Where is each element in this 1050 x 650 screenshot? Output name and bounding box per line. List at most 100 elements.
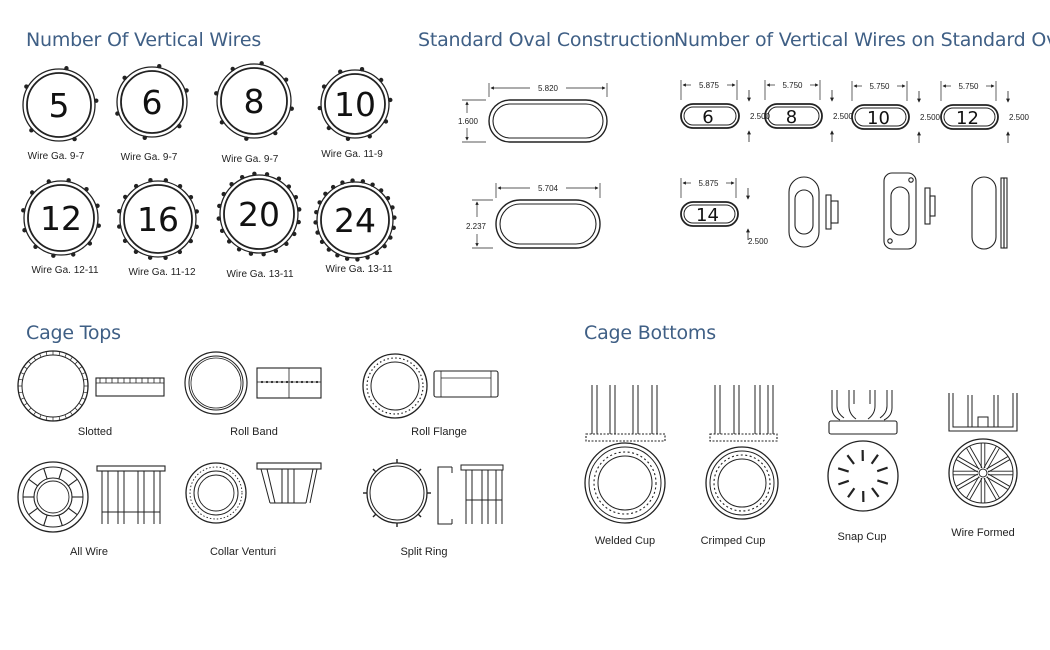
wire-dot — [71, 252, 76, 257]
wire-dot — [317, 200, 322, 205]
title-standard-oval-construction: Standard Oval Construction — [418, 29, 676, 51]
wire-dot — [122, 75, 127, 81]
wire-dot — [374, 250, 380, 256]
wire-dot — [94, 98, 99, 103]
wire-dot — [177, 184, 183, 189]
cage-bottom-snap-cup-diagram — [827, 390, 899, 512]
wire-count-number: 16 — [137, 200, 179, 239]
round-wire-10: 10 — [317, 67, 393, 141]
wire-dot — [292, 231, 297, 237]
wire-dot — [360, 179, 366, 184]
wire-dot — [289, 106, 294, 111]
wire-dot — [388, 235, 393, 240]
wire-dot — [314, 209, 319, 215]
wire-dot — [22, 228, 27, 233]
oval-wire-14: 14 5.875 2.500 — [680, 178, 769, 246]
gauge-label: Wire Ga. 12-11 — [31, 265, 99, 276]
wire-dot — [87, 241, 93, 246]
round-wire-20: 20 — [216, 171, 302, 257]
wire-dot — [29, 128, 34, 133]
wire-dot — [335, 253, 340, 258]
oval-wire-count-number: 6 — [702, 107, 713, 128]
wire-dot — [229, 181, 234, 187]
wire-dot — [297, 207, 302, 212]
wire-dot — [317, 105, 322, 111]
title-number-of-vertical-wires: Number Of Vertical Wires — [26, 29, 262, 51]
cage-top-label-roll-band: Roll Band — [230, 426, 278, 438]
wire-dot — [261, 252, 266, 257]
wire-dot — [370, 182, 375, 187]
title-cage-bottoms: Cage Bottoms — [584, 322, 716, 344]
wire-dot — [284, 241, 289, 247]
cage-top-roll-flange-diagram — [362, 353, 499, 419]
wire-dot — [326, 247, 332, 252]
wire-dot — [66, 178, 71, 183]
oval-wire-height-label: 2.500 — [1009, 113, 1030, 122]
oval-side-view-1 — [788, 176, 839, 248]
wire-dot — [163, 178, 169, 183]
wire-count-number: 6 — [142, 83, 163, 122]
cage-top-label-all-wire: All Wire — [70, 546, 108, 558]
wire-dot — [383, 119, 389, 124]
cage-top-all-wire-diagram — [17, 461, 166, 533]
wire-dot — [177, 123, 182, 129]
wire-count-number: 20 — [238, 195, 280, 234]
title-vertical-wires-standard-oval: Number of Vertical Wires on Standard Ova… — [674, 29, 1050, 51]
cage-bottom-crimped-cup-diagram — [705, 385, 779, 520]
wire-dot — [188, 194, 194, 200]
wire-dot — [264, 172, 270, 177]
wire-dot — [117, 224, 122, 229]
wire-dot — [293, 194, 299, 200]
cage-top-collar-venturi-diagram — [185, 462, 322, 524]
wire-dot — [64, 66, 69, 71]
wire-dot — [392, 215, 397, 220]
wire-dot — [142, 135, 147, 140]
oval-height-label: 2.237 — [466, 222, 487, 231]
wire-dot — [95, 203, 100, 208]
oval-side-view-2 — [883, 172, 936, 250]
wire-dot — [236, 247, 242, 252]
wire-dot — [21, 208, 26, 213]
wire-dot — [84, 186, 89, 192]
wire-dot — [123, 194, 128, 200]
round-wire-12: 12 — [21, 178, 101, 258]
gauge-label: Wire Ga. 9-7 — [221, 154, 279, 165]
wire-dot — [283, 77, 289, 82]
oval-wire-count-number: 10 — [867, 108, 890, 129]
wire-dot — [359, 67, 365, 72]
cage-bottom-wire-formed-diagram — [948, 393, 1018, 508]
wire-dot — [273, 130, 278, 136]
oval-wire-count-number: 12 — [956, 108, 979, 129]
cage-bottom-label-snap-cup: Snap Cup — [837, 531, 887, 543]
wire-dot — [244, 136, 249, 141]
wire-count-number: 10 — [334, 85, 376, 124]
wire-dot — [133, 249, 139, 254]
wire-dot — [29, 190, 35, 195]
wire-dot — [163, 255, 168, 260]
cage-bottom-label-wire-formed: Wire Formed — [951, 527, 1015, 539]
wire-dot — [51, 253, 56, 258]
wire-dot — [330, 184, 336, 190]
oval-side-view-3 — [971, 176, 1008, 250]
wire-dot — [378, 188, 384, 193]
wire-dot — [252, 171, 257, 176]
oval-wire-width-label: 5.875 — [698, 179, 719, 188]
cage-top-roll-band-diagram — [184, 351, 322, 415]
round-wire-5: 5 — [22, 66, 99, 142]
oval-wire-count-number: 14 — [696, 205, 719, 226]
wire-dot — [133, 183, 139, 189]
wire-dot — [24, 84, 29, 89]
oval-wire-height-label: 2.500 — [920, 113, 941, 122]
gauge-label: Wire Ga. 11-12 — [128, 267, 196, 278]
wire-dot — [217, 203, 222, 209]
cage-bottom-label-welded-cup: Welded Cup — [594, 535, 656, 547]
oval-width-label: 5.820 — [538, 84, 559, 93]
wire-dot — [96, 223, 101, 228]
oval-wire-height-label: 2.500 — [748, 237, 769, 246]
wire-dot — [382, 243, 387, 249]
oval-construction-1 — [462, 83, 608, 143]
wire-count-number: 5 — [49, 86, 70, 125]
